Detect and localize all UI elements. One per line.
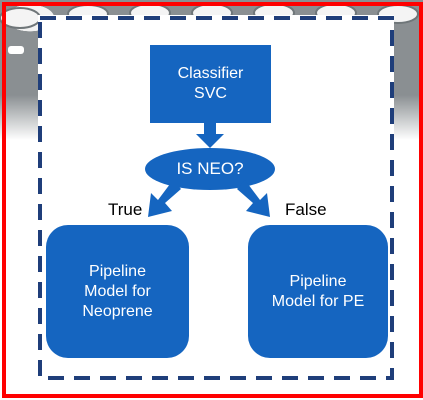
edge-label-true: True — [108, 200, 143, 219]
classifier-label-line2: SVC — [194, 85, 227, 102]
classifier-label-line1: Classifier — [177, 65, 244, 82]
arrow-down — [196, 123, 224, 148]
arrow-true — [148, 180, 181, 217]
arrow-false — [237, 180, 270, 217]
pipeline-pe-line1: Pipeline — [289, 272, 347, 290]
pipeline-neoprene-label: Pipeline Model for Neoprene — [46, 225, 189, 358]
decision-label: IS NEO? — [145, 148, 275, 190]
pipeline-pe-node — [248, 225, 388, 358]
pipeline-pe-label: Pipeline Model for PE — [248, 225, 388, 358]
classifier-label: Classifier SVC — [150, 45, 271, 123]
decision-label-text: IS NEO? — [176, 159, 244, 178]
edge-label-false: False — [285, 200, 327, 219]
decision-node — [145, 148, 275, 190]
pipeline-neoprene-line1: Pipeline — [89, 262, 146, 280]
classifier-node — [150, 45, 271, 123]
pipeline-neoprene-node — [46, 225, 189, 358]
dashed-border — [38, 16, 394, 380]
pipeline-neoprene-line3: Neoprene — [82, 302, 153, 320]
pipeline-pe-line2: Model for PE — [271, 292, 365, 310]
pipeline-neoprene-line2: Model for — [84, 282, 151, 300]
